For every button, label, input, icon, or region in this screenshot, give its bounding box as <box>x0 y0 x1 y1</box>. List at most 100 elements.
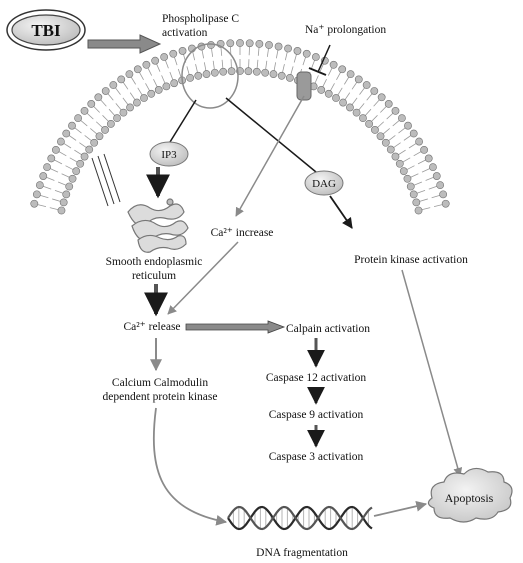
cell-membrane <box>30 39 450 215</box>
lipid-head <box>324 89 333 98</box>
lipid-head <box>412 198 421 207</box>
dna-strand <box>227 505 373 531</box>
lipid-head <box>39 172 48 180</box>
lipid-head <box>113 114 121 123</box>
lipid-head <box>311 53 320 61</box>
ser-label-line1: Smooth endoplasmic <box>106 256 203 268</box>
apoptosis-cloud: Apoptosis <box>427 467 513 523</box>
lipid-head <box>403 174 412 183</box>
na-label: Na⁺ prolongation <box>305 24 386 36</box>
casp3-label: Caspase 3 activation <box>269 451 364 463</box>
arrow-na-ca-increase <box>235 95 305 217</box>
casp12-label: Caspase 12 activation <box>266 372 367 384</box>
lipid-head <box>391 106 400 115</box>
lipid-head <box>381 138 390 147</box>
plc-circle <box>181 43 239 109</box>
apoptosis-label: Apoptosis <box>445 491 494 505</box>
lipid-head <box>329 60 338 69</box>
lipid-head <box>56 137 65 146</box>
lipid-head <box>151 56 160 65</box>
lipid-head <box>352 108 361 117</box>
lipid-head <box>194 71 203 80</box>
lipid-head <box>395 159 404 168</box>
lipid-head <box>35 181 44 190</box>
lipid-head <box>32 190 41 199</box>
lipid-head <box>59 198 68 207</box>
lipid-head <box>386 145 395 154</box>
lipid-head <box>101 126 109 134</box>
branch-plc-ip3 <box>169 99 197 143</box>
er-organelle-icon <box>127 198 189 253</box>
lipid-head <box>170 79 179 88</box>
lipid-head <box>245 39 254 48</box>
dna-helix-icon <box>227 505 373 531</box>
lipid-head <box>101 87 110 95</box>
lipid-head <box>354 75 363 84</box>
lipid-head <box>95 132 104 141</box>
calpain-label: Calpain activation <box>286 323 370 335</box>
lipid-head <box>391 152 400 161</box>
lipid-head <box>51 145 60 154</box>
lipid-head <box>409 129 418 138</box>
ca-increase-label: Ca²⁺ increase <box>211 227 274 239</box>
lipid-head <box>72 167 81 176</box>
lipid-head <box>398 114 406 123</box>
sodium-channel <box>296 44 331 101</box>
lipid-head <box>244 67 253 76</box>
lipid-head <box>107 119 115 128</box>
lipid-head <box>376 132 385 141</box>
ip3-label: IP3 <box>161 149 177 161</box>
ccpk-label-line1: Calcium Calmodulin <box>112 377 208 389</box>
lipid-head <box>65 182 74 191</box>
arrow-ccpk-dna <box>152 407 228 526</box>
lipid-head <box>439 190 448 199</box>
lipid-head <box>441 199 450 208</box>
lipid-head <box>429 163 437 172</box>
lipid-head <box>87 100 96 108</box>
tbi-node: TBI <box>6 9 86 51</box>
lipid-head <box>436 181 445 190</box>
branch-plc-dag <box>225 97 317 173</box>
lipid-head <box>162 82 171 91</box>
lipid-head <box>236 39 244 47</box>
lipid-head <box>90 138 99 147</box>
lipid-head <box>117 75 126 84</box>
lipid-head <box>140 94 148 102</box>
lipid-head <box>420 145 429 154</box>
lipid-head <box>62 129 71 138</box>
lipid-head <box>269 70 278 78</box>
lipid-head <box>274 42 283 51</box>
arrow-ca-increase-release <box>167 241 239 315</box>
lipid-head <box>377 93 386 102</box>
lipid-head <box>186 73 195 82</box>
lipid-head <box>160 53 169 61</box>
lipid-head <box>219 67 228 76</box>
lipid-head <box>261 68 270 77</box>
membrane-hatch <box>91 153 121 207</box>
lipid-head <box>47 154 56 163</box>
lipid-head <box>68 174 77 183</box>
plc-label-line1: Phospholipase C <box>162 13 239 25</box>
arrow-tbi-plc <box>87 34 162 54</box>
tbi-label: TBI <box>31 21 61 40</box>
lipid-head <box>302 49 311 58</box>
lipid-head <box>317 86 326 94</box>
lipid-head <box>415 137 424 146</box>
lipid-head <box>142 60 151 69</box>
lipid-head <box>359 114 367 123</box>
lipid-head <box>365 119 373 128</box>
lipid-head <box>154 86 163 94</box>
ca-release-label: Ca²⁺ release <box>123 321 180 333</box>
lipid-head <box>57 206 66 215</box>
lipid-head <box>277 71 286 80</box>
lipid-head <box>432 172 441 180</box>
dna-strand <box>227 505 373 531</box>
connector-ca-release-calpain <box>185 320 286 334</box>
lipid-head <box>424 154 433 163</box>
lipid-head <box>125 70 134 79</box>
lipid-head <box>284 44 292 53</box>
lipid-head <box>133 65 142 74</box>
lipid-head <box>406 182 415 191</box>
lipid-head <box>384 100 393 108</box>
casp9-label: Caspase 9 activation <box>269 409 364 421</box>
